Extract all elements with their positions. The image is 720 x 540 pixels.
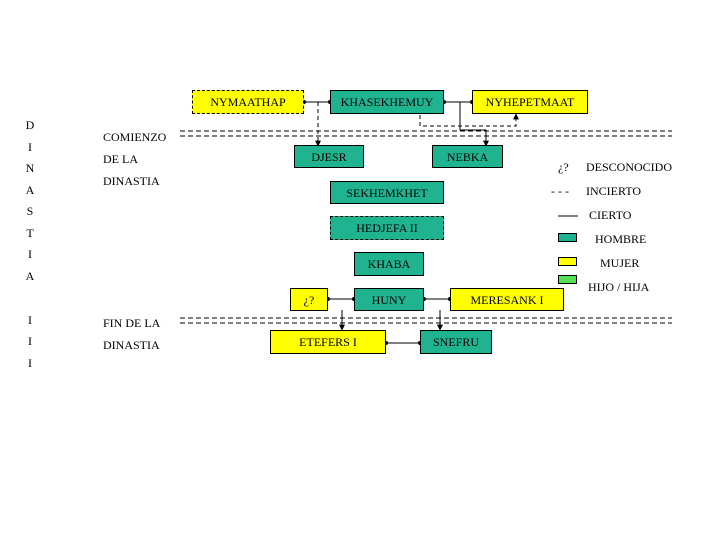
vertical-letter: S: [26, 204, 34, 218]
vertical-letter: I: [28, 334, 32, 348]
person-snefru: SNEFRU: [420, 330, 492, 354]
legend-unknown-label: DESCONOCIDO: [586, 160, 673, 174]
person-djesr: DJESR: [294, 145, 364, 168]
label-dinastia-top: DINASTIA: [103, 174, 160, 188]
legend-uncertain-symbol: - - -: [551, 184, 569, 198]
label-de-la: DE LA: [103, 152, 138, 166]
vertical-letter: I: [28, 356, 32, 370]
person-sekhemkhet: SEKHEMKHET: [330, 181, 444, 204]
vertical-letter: T: [26, 226, 34, 240]
legend-male-swatch: [558, 233, 577, 242]
vertical-letter: D: [25, 118, 35, 132]
legend-unknown-symbol: ¿?: [558, 160, 569, 174]
vertical-letter: I: [28, 140, 32, 154]
person-nebka: NEBKA: [432, 145, 503, 168]
person-hedjefa: HEDJEFA II: [330, 216, 444, 240]
person-nymaathap: NYMAATHAP: [192, 90, 304, 114]
person-unknown: ¿?: [290, 288, 328, 311]
person-meresank: MERESANK I: [450, 288, 564, 311]
person-etefers: ETEFERS I: [270, 330, 386, 354]
legend-uncertain-label: INCIERTO: [586, 184, 642, 198]
person-huny: HUNY: [354, 288, 424, 311]
legend-child-swatch: [558, 275, 577, 284]
descent-uncertain-nebka: [419, 113, 519, 127]
vertical-letter: A: [25, 183, 35, 197]
label-fin-de-la: FIN DE LA: [103, 316, 161, 330]
vertical-letter: A: [25, 269, 35, 283]
legend-female-label: MUJER: [600, 256, 640, 270]
vertical-letter: I: [28, 247, 32, 261]
person-nyhepetmaat: NYHEPETMAAT: [472, 90, 588, 114]
legend-child-label: HIJO / HIJA: [588, 280, 650, 294]
fin-divider: [180, 317, 672, 324]
legend-certain-label: CIERTO: [589, 208, 632, 222]
person-khasekhemuy: KHASEKHEMUY: [330, 90, 444, 114]
label-comienzo: COMIENZO: [103, 130, 167, 144]
comienzo-divider: [180, 130, 672, 137]
label-dinastia-bottom: DINASTIA: [103, 338, 160, 352]
descent-to-nebka: [459, 102, 489, 147]
person-khaba: KHABA: [354, 252, 424, 276]
vertical-letter: I: [28, 313, 32, 327]
legend-female-swatch: [558, 257, 577, 266]
legend-male-label: HOMBRE: [595, 232, 647, 246]
vertical-letter: N: [25, 161, 35, 175]
